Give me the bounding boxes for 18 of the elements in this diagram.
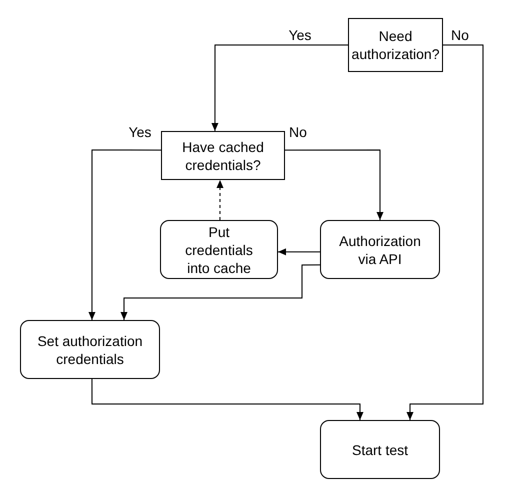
arrow [406, 44, 484, 420]
arrow [91, 378, 364, 420]
decision-box: Need authorization? [348, 18, 443, 72]
arrow [278, 248, 320, 256]
process-box: Authorization via API [320, 220, 440, 279]
process-box: Start test [320, 420, 440, 479]
process-box: Put credentials into cache [160, 220, 278, 279]
process-box: Set authorization credentials [20, 320, 160, 379]
arrow [88, 150, 162, 320]
arrow [284, 150, 384, 220]
edge-label: Yes [288, 27, 312, 43]
arrow [120, 264, 320, 320]
arrow [211, 44, 348, 132]
edge-label: Yes [128, 124, 152, 140]
edge-label: No [450, 27, 470, 43]
dashed-arrow [216, 180, 224, 220]
edge-label: No [288, 124, 308, 140]
decision-box: Have cached credentials? [161, 131, 285, 180]
